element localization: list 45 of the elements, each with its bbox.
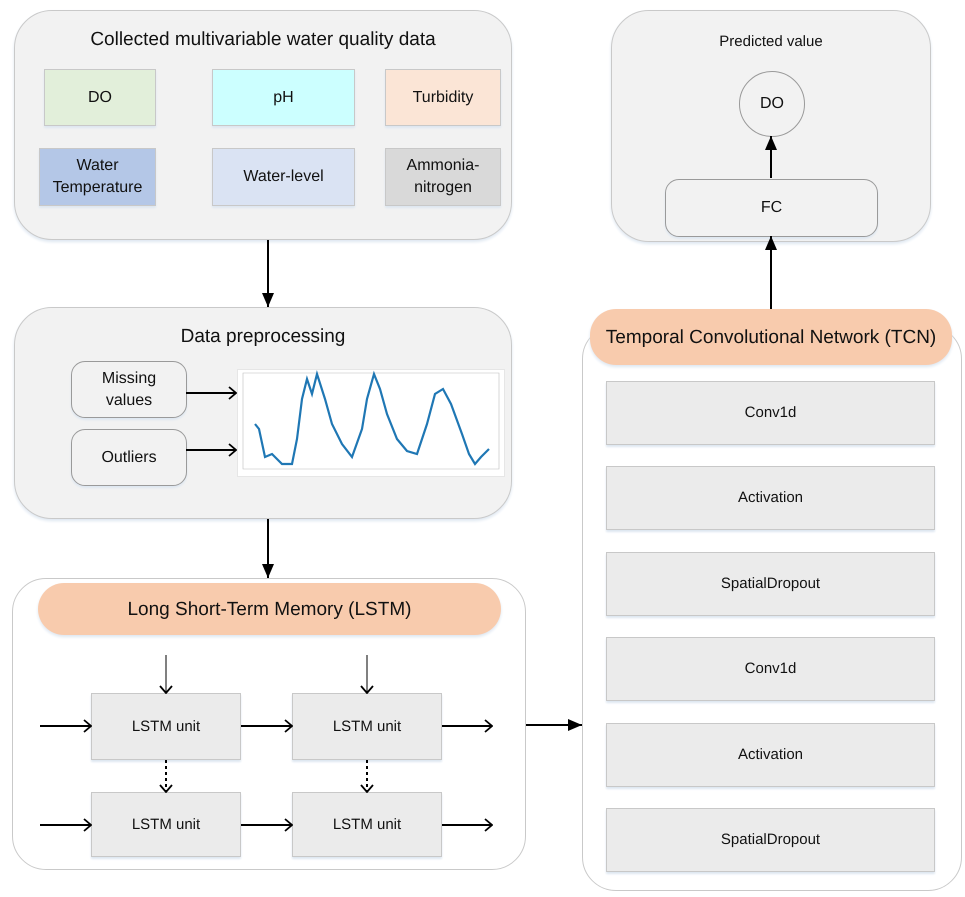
arrow	[40, 719, 92, 733]
layer-box: SpatialDropout	[606, 808, 935, 872]
arrow	[765, 236, 777, 309]
variable-box: Ammonia-nitrogen	[385, 148, 501, 206]
layer-box: LSTM unit	[91, 792, 241, 857]
panel-title: Collected multivariable water quality data	[89, 29, 437, 51]
panel-title: Data preprocessing	[180, 326, 346, 348]
arrow	[159, 654, 173, 694]
arrow	[442, 719, 493, 733]
process-box: FC	[665, 179, 878, 237]
layer-box: LSTM unit	[292, 693, 442, 760]
group-panel	[611, 10, 931, 242]
variable-box: Water Temperature	[39, 148, 156, 206]
variable-box: pH	[212, 69, 355, 126]
arrow	[442, 818, 493, 832]
arrow	[40, 818, 92, 832]
layer-box: SpatialDropout	[606, 552, 935, 616]
arrow	[186, 386, 237, 400]
variable-box: DO	[44, 69, 156, 126]
layer-box: Activation	[606, 723, 935, 787]
process-box: Outliers	[71, 429, 187, 486]
header-band: Long Short-Term Memory (LSTM)	[38, 583, 501, 635]
arrow	[360, 654, 374, 694]
arrow	[241, 719, 293, 733]
output-circle: DO	[739, 71, 805, 137]
arrow	[159, 760, 173, 793]
arrow	[262, 519, 274, 578]
layer-box: Conv1d	[606, 381, 935, 445]
arrow	[526, 719, 582, 731]
layer-box: LSTM unit	[91, 693, 241, 760]
arrow	[765, 136, 777, 178]
arrow	[186, 443, 237, 457]
arrow	[262, 240, 274, 307]
variable-box: Turbidity	[385, 69, 501, 126]
group-panel	[14, 10, 512, 240]
panel-title: Predicted value	[718, 33, 824, 50]
layer-box: Activation	[606, 466, 935, 530]
arrow	[360, 760, 374, 793]
header-band: Temporal Convolutional Network (TCN)	[590, 309, 952, 365]
layer-box: Conv1d	[606, 637, 935, 701]
group-panel	[14, 307, 512, 519]
arrow	[241, 818, 293, 832]
layer-box: LSTM unit	[292, 792, 442, 857]
variable-box: Water-level	[212, 148, 355, 206]
process-box: Missing values	[71, 361, 187, 418]
